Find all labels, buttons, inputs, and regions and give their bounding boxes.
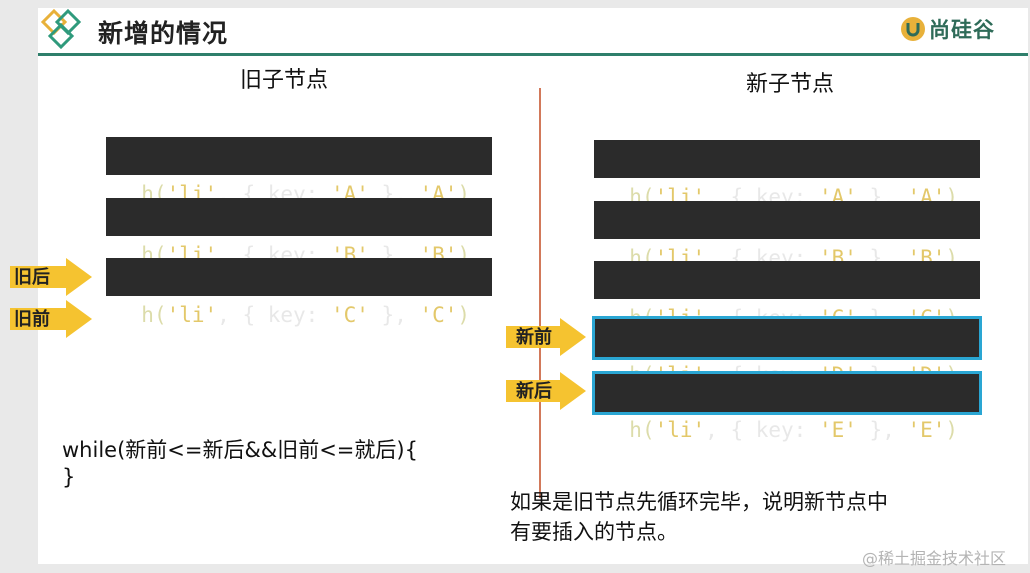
new-node-c: h('li', { key: 'C' }, 'C') bbox=[594, 261, 980, 330]
old-start-label: 旧前 bbox=[14, 309, 50, 330]
new-node-d: h('li', { key: 'D' }, 'D') bbox=[592, 316, 982, 387]
new-end-arrow-icon bbox=[506, 372, 586, 410]
old-end-arrow-icon bbox=[10, 258, 92, 296]
old-end-label: 旧后 bbox=[14, 267, 50, 288]
note-line-2: 有要插入的节点。 bbox=[510, 520, 678, 544]
brand-u-icon bbox=[901, 17, 925, 41]
new-node-e: h('li', { key: 'E' }, 'E') bbox=[592, 371, 982, 442]
brand-name: 尚硅谷 bbox=[929, 18, 995, 42]
new-start-label: 新前 bbox=[516, 327, 552, 348]
new-start-arrow-icon bbox=[506, 318, 586, 356]
note-line-1: 如果是旧节点先循环完毕，说明新节点中 bbox=[510, 490, 888, 514]
while-loop-line-2: } bbox=[62, 465, 76, 489]
brand-logo: 尚硅谷 bbox=[900, 14, 995, 44]
slide-title: 新增的情况 bbox=[98, 19, 229, 48]
header-divider bbox=[38, 53, 1028, 56]
new-end-label: 新后 bbox=[516, 381, 552, 402]
new-node-b: h('li', { key: 'B' }, 'B') bbox=[594, 201, 980, 270]
old-start-arrow-icon bbox=[10, 300, 92, 338]
watermark: @稀土掘金技术社区 bbox=[862, 549, 1007, 568]
old-node-c: h('li', { key: 'C' }, 'C') bbox=[106, 258, 492, 327]
new-column-title: 新子节点 bbox=[746, 72, 835, 97]
old-node-b: h('li', { key: 'B' }, 'B') bbox=[106, 198, 492, 267]
new-node-a: h('li', { key: 'A' }, 'A') bbox=[594, 140, 980, 209]
old-node-a: h('li', { key: 'A' }, 'A') bbox=[106, 137, 492, 206]
column-divider bbox=[539, 88, 541, 498]
while-loop-line-1: while(新前<=新后&&旧前<=就后){ bbox=[62, 438, 418, 462]
diamond-logo-icon bbox=[40, 8, 82, 50]
old-column-title: 旧子节点 bbox=[240, 68, 329, 93]
